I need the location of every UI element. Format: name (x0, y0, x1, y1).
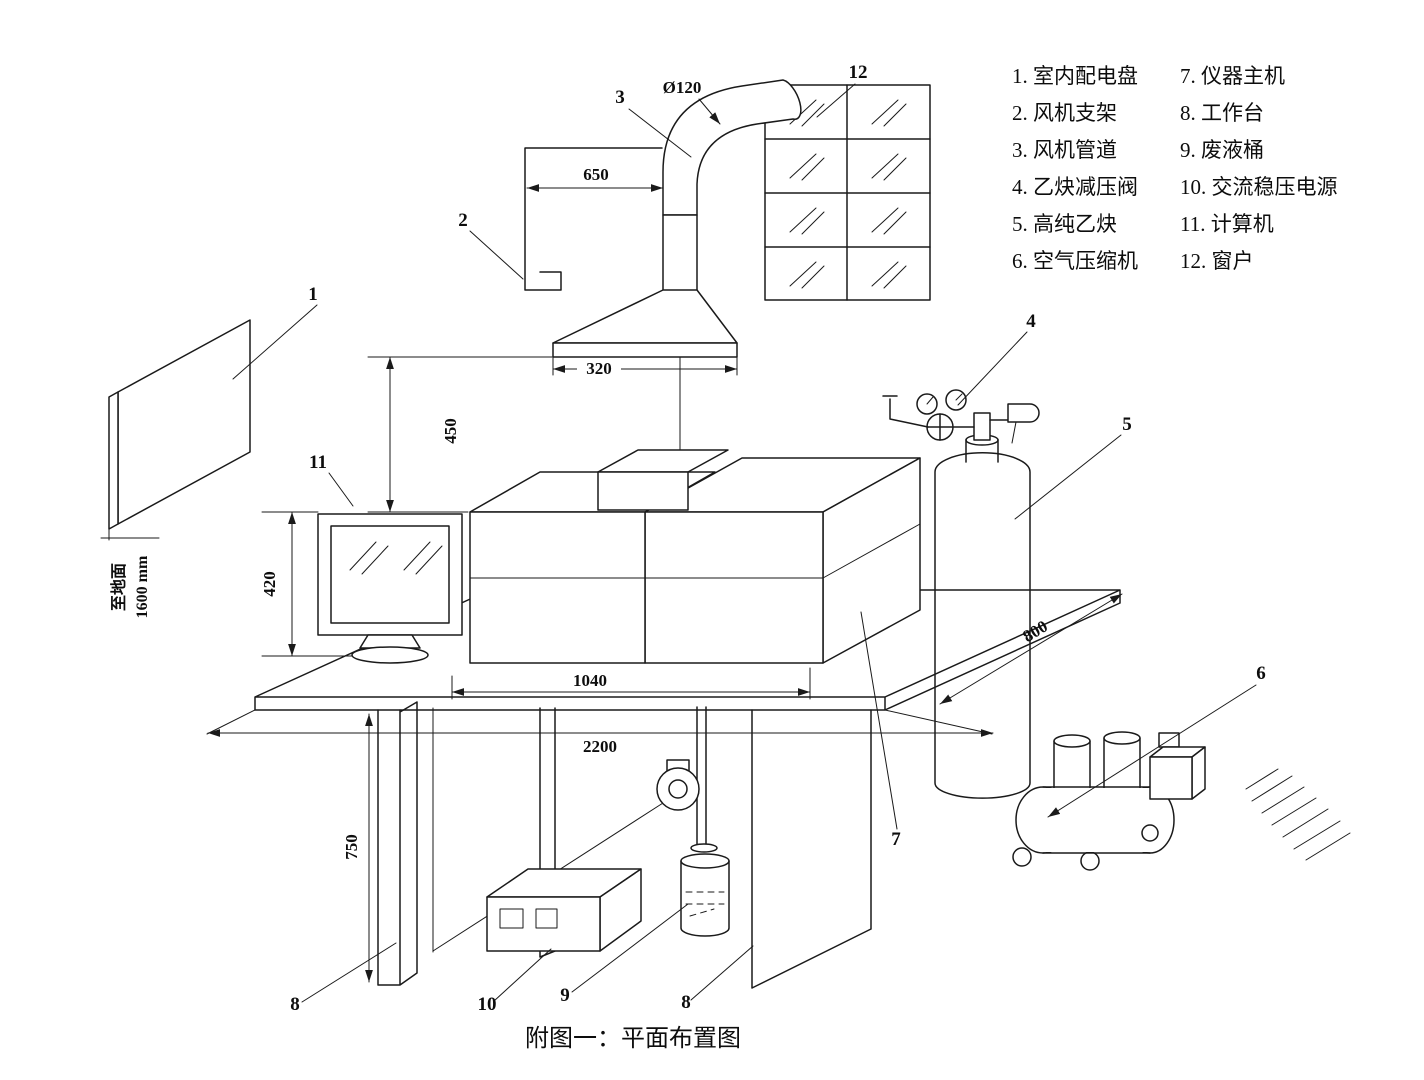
callout-4: 4 (1026, 311, 1036, 332)
duct-collar (662, 214, 698, 293)
dim-750: 750 (342, 834, 361, 860)
legend-item-6: 6. 空气压缩机 (1012, 249, 1138, 273)
duct-elbow (662, 79, 802, 216)
legend-item-7: 7. 仪器主机 (1180, 64, 1285, 88)
liquid-marks (685, 891, 725, 917)
callout-7: 7 (891, 829, 901, 850)
figure-caption: 附图一：平面布置图 (525, 1025, 741, 1052)
pressure-regulator (882, 389, 1040, 444)
callout-3: 3 (615, 87, 625, 108)
table-side-panel (751, 709, 872, 989)
callout-8-right: 8 (681, 992, 691, 1013)
dim-2200: 2200 (583, 737, 617, 756)
window-glass-marks (789, 99, 907, 289)
callout-10: 10 (478, 994, 497, 1015)
under-table-equipment (432, 706, 730, 952)
callout-11: 11 (309, 452, 327, 473)
fan-bracket (524, 147, 663, 291)
table-legs (377, 701, 872, 989)
legend-item-3: 3. 风机管道 (1012, 138, 1117, 162)
dim-320: 320 (586, 359, 612, 378)
part-callouts: 1 2 3 4 5 6 7 8 8 9 10 11 12 (232, 62, 1266, 1015)
legend-item-2: 2. 风机支架 (1012, 101, 1117, 125)
hood-cone (552, 289, 738, 344)
ground-hatching (1245, 768, 1351, 861)
callout-6: 6 (1256, 663, 1266, 684)
waste-bucket (680, 843, 730, 937)
callout-9: 9 (560, 985, 570, 1006)
legend-item-8: 8. 工作台 (1180, 101, 1264, 125)
air-compressor (1012, 731, 1351, 871)
window (764, 84, 931, 301)
callout-2: 2 (458, 210, 468, 231)
power-supply (486, 868, 642, 952)
callout-12: 12 (849, 62, 868, 83)
drain-pump (656, 759, 700, 811)
monitor-base (351, 646, 429, 664)
legend-item-10: 10. 交流稳压电源 (1180, 175, 1338, 199)
dim-1040: 1040 (573, 671, 607, 690)
drain-tube (696, 706, 707, 849)
legend-item-12: 12. 窗户 (1180, 249, 1254, 273)
legend-item-5: 5. 高纯乙炔 (1012, 212, 1117, 236)
callout-1: 1 (308, 284, 318, 305)
screen-glass-marks (349, 541, 443, 575)
callout-5: 5 (1122, 414, 1132, 435)
dim-420: 420 (260, 571, 279, 597)
computer-monitor (317, 513, 463, 664)
dim-650: 650 (583, 165, 609, 184)
callout-8-left: 8 (290, 994, 300, 1015)
legend-item-9: 9. 废液桶 (1180, 138, 1264, 162)
monitor-stand (359, 634, 421, 649)
distribution-panel: 至地面 1600 mm (100, 319, 251, 618)
legend-item-11: 11. 计算机 (1180, 212, 1274, 236)
legend: 1. 室内配电盘 2. 风机支架 3. 风机管道 4. 乙炔减压阀 5. 高纯乙… (1012, 64, 1338, 273)
dimension-lines: 450 420 1040 2200 750 800 (206, 356, 1123, 983)
ground-ref-label: 至地面 (109, 563, 128, 611)
legend-item-4: 4. 乙炔减压阀 (1012, 175, 1138, 199)
instrument-main-unit (469, 449, 921, 664)
dim-duct-diameter: Ø120 (663, 78, 702, 97)
legend-item-1: 1. 室内配电盘 (1012, 64, 1138, 88)
dim-450: 450 (441, 418, 460, 444)
ground-ref-value: 1600 mm (134, 555, 151, 618)
fan-duct-and-hood: 650 320 Ø120 (524, 78, 802, 453)
hood-canopy (552, 342, 738, 358)
instrument-top-module (597, 449, 729, 473)
